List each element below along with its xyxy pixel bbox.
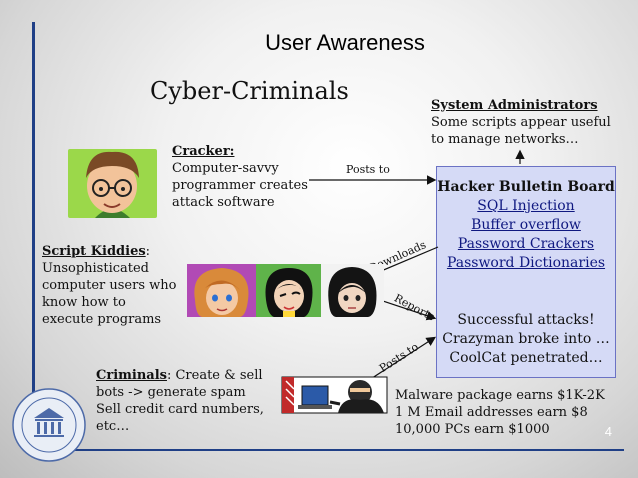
earnings-line: 10,000 PCs earn $1000 <box>395 422 550 437</box>
script-kiddies-line: know how to <box>42 295 126 310</box>
cracker-line: programmer creates <box>172 178 308 193</box>
board-link-password-dictionaries[interactable]: Password Dictionaries <box>446 255 606 271</box>
slide-title: User Awareness <box>265 30 425 55</box>
system-admins-line: to manage networks… <box>431 132 579 147</box>
earnings-block: Malware package earns $1K-2K 1 M Email a… <box>395 387 605 438</box>
criminals-suffix: : Create & sell <box>166 368 263 383</box>
board-news-item: Crazyman broke into … <box>442 331 610 347</box>
script-kiddies-heading: Script Kiddies <box>42 244 146 259</box>
edge-label-posts-to: Posts to <box>346 163 390 176</box>
hacker-bulletin-board: Hacker Bulletin Board SQL Injection Buff… <box>436 166 616 378</box>
arrow-criminals-to-board <box>365 336 437 383</box>
board-title: Hacker Bulletin Board <box>437 179 615 195</box>
cracker-heading: Cracker: <box>172 144 235 159</box>
script-kiddies-suffix: : <box>145 244 151 259</box>
board-link-buffer-overflow[interactable]: Buffer overflow <box>471 217 581 233</box>
criminals-line: bots -> generate spam <box>96 385 246 400</box>
script-kiddies-line: execute programs <box>42 312 162 327</box>
bottom-accent-rule <box>32 449 624 451</box>
board-link-sql-injection[interactable]: SQL Injection <box>477 198 575 214</box>
system-admins-heading: System Administrators <box>431 98 598 113</box>
system-admins-line: Some scripts appear useful <box>431 115 611 130</box>
script-kiddies-block: Script Kiddies: Unsophisticated computer… <box>42 243 176 328</box>
criminals-line: etc… <box>96 419 130 434</box>
board-link-password-crackers[interactable]: Password Crackers <box>457 236 595 252</box>
slide-subtitle: Cyber-Criminals <box>150 77 349 105</box>
cracker-block: Cracker: Computer-savvy programmer creat… <box>172 143 308 211</box>
earnings-line: 1 M Email addresses earn $8 <box>395 405 588 420</box>
criminals-heading: Criminals <box>96 368 167 383</box>
cracker-line: attack software <box>172 195 275 210</box>
cracker-line: Computer-savvy <box>172 161 279 176</box>
criminals-block: Criminals: Create & sell bots -> generat… <box>96 367 264 435</box>
earnings-line: Malware package earns $1K-2K <box>395 388 605 403</box>
system-admins-block: System Administrators Some scripts appea… <box>431 97 611 148</box>
board-news-item: CoolCat penetrated… <box>449 350 603 366</box>
criminals-line: Sell credit card numbers, <box>96 402 264 417</box>
board-news-item: Successful attacks! <box>457 312 595 328</box>
left-accent-rule <box>32 22 35 432</box>
page-number: 4 <box>604 424 612 439</box>
script-kiddies-line: computer users who <box>42 278 177 293</box>
script-kiddies-line: Unsophisticated <box>42 261 150 276</box>
